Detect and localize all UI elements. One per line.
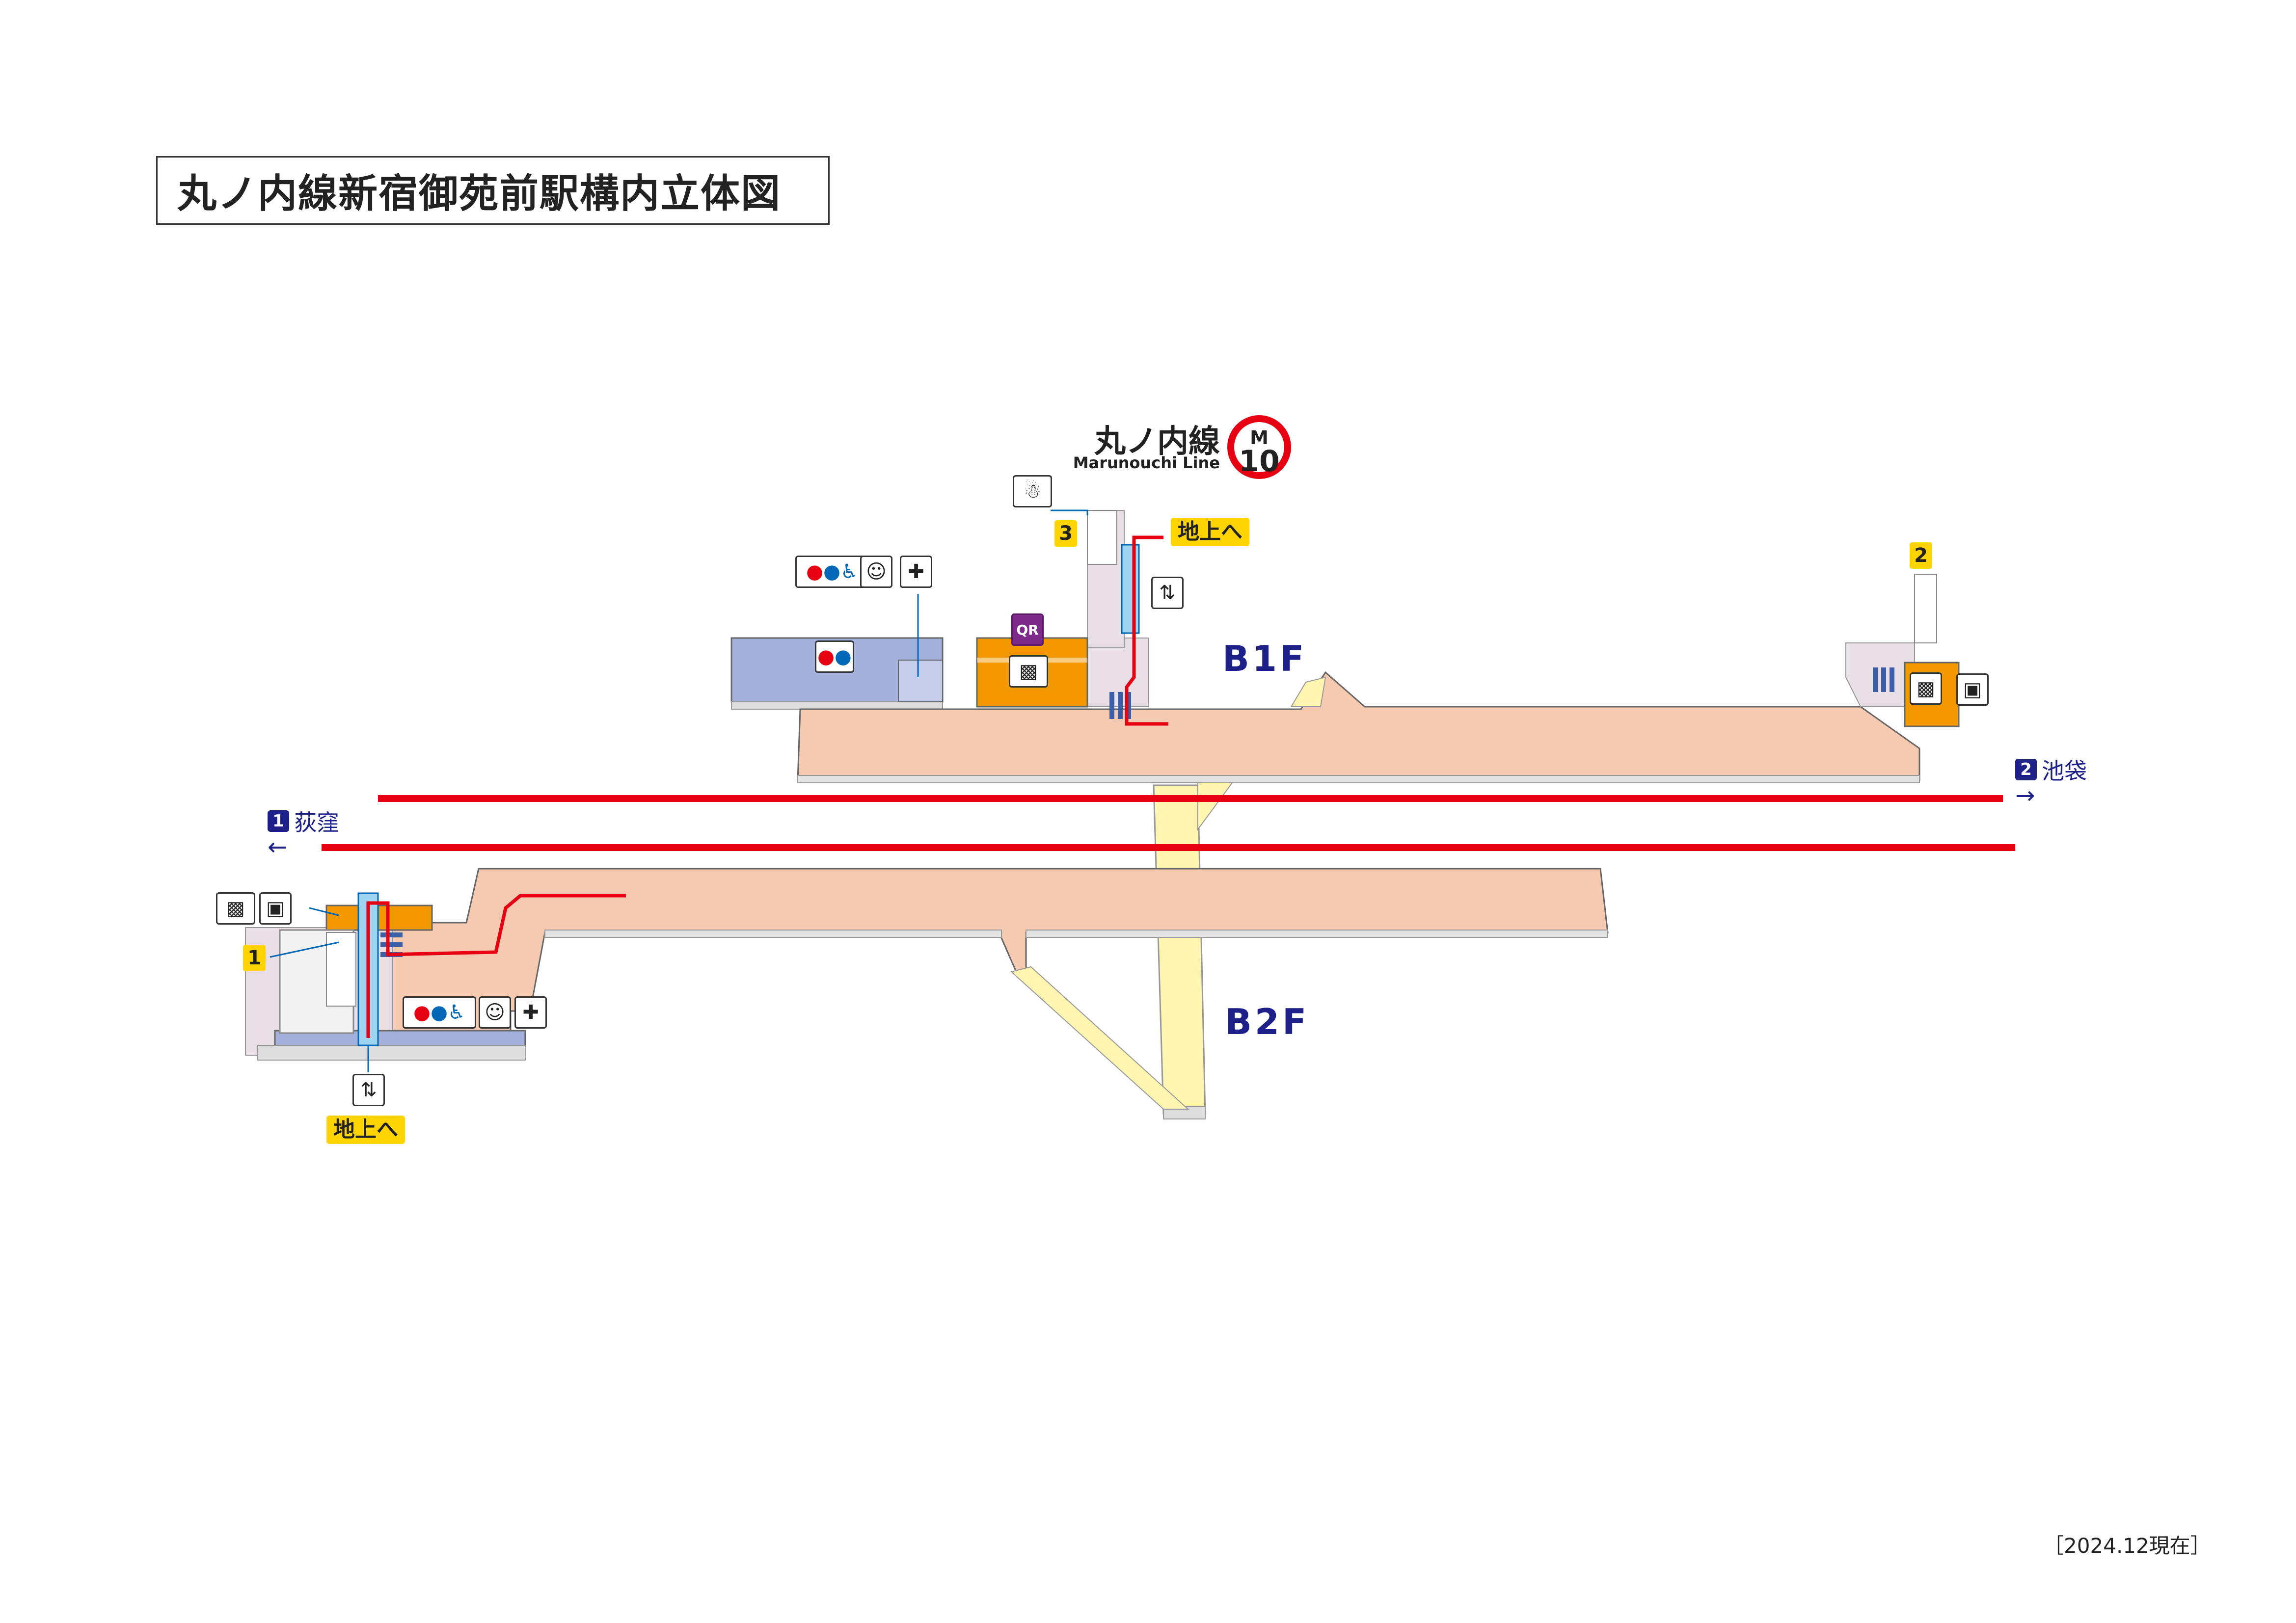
baby-care-icon: ☺: [479, 996, 511, 1029]
b1f-gates-right: [1873, 667, 1894, 692]
ostomate-icon: ✚: [514, 996, 547, 1029]
b1f-platform: [797, 671, 1920, 781]
station-staff-icon: ☃: [1013, 475, 1052, 507]
to-ground-label-b1f: 地上へ: [1171, 518, 1249, 546]
to-ground-label-b2f: 地上へ: [326, 1116, 405, 1144]
b1f-gates-left: [1109, 692, 1131, 719]
ticket-machine-icon: ▩: [1910, 672, 1942, 705]
direction-number: 2: [2015, 759, 2037, 780]
ticket-machine-icon: ▩: [216, 892, 255, 925]
b1f-platform-edge: [797, 775, 1920, 783]
restroom-icon: ●●: [815, 640, 854, 673]
exit-2-label: 2: [1910, 542, 1932, 569]
direction-name: 池袋: [2042, 758, 2087, 784]
qr-ticket-icon: QR: [1011, 613, 1044, 646]
exit-2-area: [1845, 642, 1915, 707]
floor-label-b2f: B2F: [1225, 1001, 1310, 1042]
b2f-leader-ticket: [309, 907, 339, 916]
as-of-date: ［2024.12現在］: [2043, 1534, 2211, 1558]
b2f-west-ticket-office: [325, 905, 433, 931]
direction-number: 1: [268, 810, 289, 832]
b1f-to-b2f-stairs: [1290, 676, 1326, 707]
staff-leader-line: [1051, 509, 1088, 515]
station-number: 10: [1239, 444, 1280, 479]
exit-3-label: 3: [1054, 520, 1077, 547]
track-ogikubo: [322, 844, 2015, 851]
commuter-pass-icon: ▣: [1956, 673, 1989, 706]
b1f-restroom-inner: [898, 660, 943, 702]
elevator-icon: ⇅: [352, 1074, 385, 1106]
right-arrow-icon: →: [2015, 782, 2035, 809]
exit-2-stairs: [1914, 574, 1937, 643]
floor-label-b1f: B1F: [1222, 638, 1307, 679]
elevator-icon: ⇅: [1151, 577, 1184, 609]
line-letter: M: [1250, 427, 1269, 449]
b2f-platform-edge: [544, 930, 1002, 938]
b2f-accessible-route: [366, 894, 626, 1038]
direction-name: 荻窪: [294, 809, 339, 836]
b1f-accessible-route: [1125, 535, 1168, 726]
baby-care-icon: ☺: [860, 556, 892, 588]
connecting-shaft-base: [1163, 1106, 1206, 1119]
connecting-shaft: [1153, 784, 1206, 1115]
page-title: 丸ノ内線新宿御苑前駅構内立体図: [156, 156, 830, 225]
ostomate-icon: ✚: [900, 556, 932, 588]
ticket-machine-icon: ▩: [1009, 655, 1048, 688]
b2f-descending-stairs: [1010, 966, 1189, 1110]
b1f-restroom-block-top: [731, 701, 943, 710]
b1f-shaft-stairs: [1197, 782, 1233, 831]
b2f-platform-edge-right: [1026, 930, 1608, 938]
b2f-leader-exit1: [270, 941, 339, 958]
b2f-west-base: [257, 1045, 526, 1061]
line-name-en: Marunouchi Line: [1073, 453, 1220, 472]
b1f-elevator-shaft: [1121, 544, 1140, 634]
line-name-ja: 丸ノ内線: [1094, 424, 1220, 460]
exit-1-stairs: [326, 932, 356, 1007]
commuter-pass-icon: ▣: [259, 892, 292, 925]
left-arrow-icon: ←: [268, 833, 288, 861]
track-ikebukuro: [378, 795, 2003, 802]
exit-1-label: 1: [243, 945, 266, 971]
restroom-icon: ●●♿: [795, 556, 869, 588]
exit-3-stairs: [1087, 510, 1117, 565]
restroom-icon: ●●♿: [403, 996, 476, 1029]
station-number-badge: M 10: [1227, 415, 1291, 479]
